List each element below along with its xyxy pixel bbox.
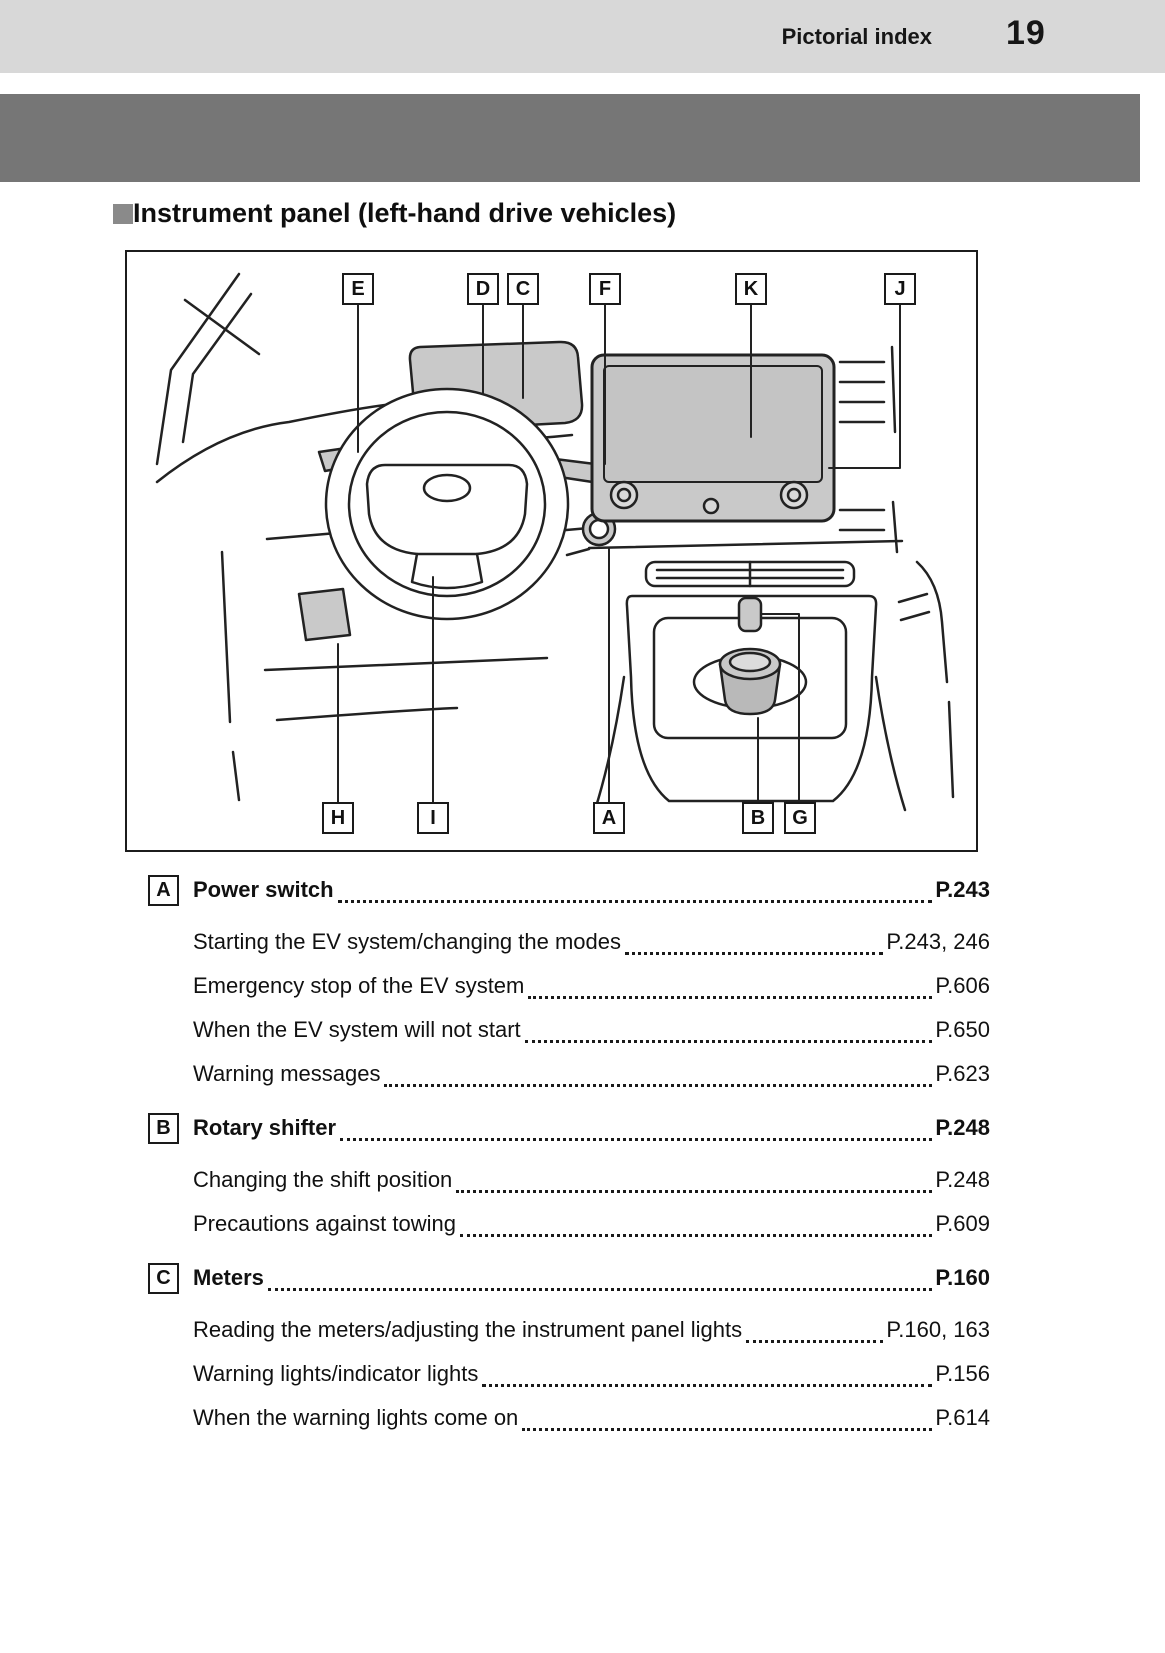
- callout-J: J: [884, 273, 916, 305]
- dot-leader: [459, 1234, 933, 1237]
- dot-leader: [746, 1340, 884, 1343]
- toc-item-label: When the EV system will not start: [193, 1017, 521, 1042]
- page-header-bar: Pictorial index 19: [0, 0, 1165, 73]
- dot-leader: [340, 1138, 933, 1141]
- toc-page-ref: P.248: [935, 1115, 990, 1140]
- instrument-panel-sketch: [155, 272, 955, 812]
- dot-leader: [482, 1384, 933, 1387]
- toc-page-ref: P.243: [935, 877, 990, 902]
- toc-item: Starting the EV system/changing the mode…: [148, 920, 990, 964]
- toc-item-label: Warning messages: [193, 1061, 381, 1086]
- toc-item-label: Reading the meters/adjusting the instrum…: [193, 1317, 743, 1342]
- toc-page-ref: P.623: [935, 1061, 990, 1086]
- toc-item: Emergency stop of the EV system P.606: [148, 964, 990, 1008]
- toc-item: When the EV system will not start P.650: [148, 1008, 990, 1052]
- toc-item: Precautions against towing P.609: [148, 1202, 990, 1246]
- toc-item-label: When the warning lights come on: [193, 1405, 519, 1430]
- toc-page-ref: P.160, 163: [886, 1317, 990, 1342]
- toc-item: When the warning lights come on P.614: [148, 1396, 990, 1440]
- header-title: Pictorial index: [781, 24, 932, 49]
- callout-D: D: [467, 273, 499, 305]
- square-bullet-icon: [113, 203, 133, 224]
- callout-C: C: [507, 273, 539, 305]
- callout-H: H: [322, 802, 354, 834]
- toc-item: Warning lights/indicator lights P.156: [148, 1352, 990, 1396]
- toc-page-ref: P.160: [935, 1265, 990, 1290]
- toc-page-ref: P.606: [935, 973, 990, 998]
- section-heading-text: Instrument panel (left-hand drive vehicl…: [133, 198, 677, 228]
- toc-item: Reading the meters/adjusting the instrum…: [148, 1308, 990, 1352]
- toc-section-power-switch: A Power switch P.243: [148, 868, 990, 912]
- toc-letter-box-B: B: [148, 1112, 179, 1144]
- chapter-color-band: [0, 94, 1140, 182]
- callout-G: G: [784, 802, 816, 834]
- toc-item: Changing the shift position P.248: [148, 1158, 990, 1202]
- toc-page-ref: P.248: [935, 1167, 990, 1192]
- toc-item-label: Starting the EV system/changing the mode…: [193, 929, 622, 954]
- dot-leader: [625, 952, 884, 955]
- toc-item-label: Warning lights/indicator lights: [193, 1361, 479, 1386]
- page-number: 19: [1006, 14, 1046, 52]
- toc-section-title: Power switch: [193, 877, 334, 902]
- dot-leader: [384, 1084, 933, 1087]
- dot-leader: [337, 900, 933, 903]
- callout-A: A: [593, 802, 625, 834]
- toc-page-ref: P.243, 246: [886, 929, 990, 954]
- toc-item-label: Changing the shift position: [193, 1167, 453, 1192]
- callout-F: F: [589, 273, 621, 305]
- toc-letter-box-C: C: [148, 1262, 179, 1294]
- dot-leader: [524, 1040, 933, 1043]
- toc-section-title: Meters: [193, 1265, 264, 1290]
- callout-K: K: [735, 273, 767, 305]
- instrument-panel-diagram: E D C F K J H I A B G: [125, 250, 978, 852]
- toc-item: Warning messages P.623: [148, 1052, 990, 1096]
- dot-leader: [522, 1428, 933, 1431]
- toc-item-label: Emergency stop of the EV system: [193, 973, 525, 998]
- toc-item-label: Precautions against towing: [193, 1211, 456, 1236]
- toc-section-meters: C Meters P.160: [148, 1256, 990, 1300]
- dot-leader: [456, 1190, 933, 1193]
- toc-page-ref: P.650: [935, 1017, 990, 1042]
- dot-leader: [528, 996, 933, 999]
- callout-I: I: [417, 802, 449, 834]
- callout-B: B: [742, 802, 774, 834]
- toc-page-ref: P.156: [935, 1361, 990, 1386]
- callout-E: E: [342, 273, 374, 305]
- toc-section-title: Rotary shifter: [193, 1115, 337, 1140]
- dot-leader: [267, 1288, 933, 1291]
- toc-page-ref: P.614: [935, 1405, 990, 1430]
- toc-section-rotary-shifter: B Rotary shifter P.248: [148, 1106, 990, 1150]
- toc-letter-box-A: A: [148, 874, 179, 906]
- section-heading: Instrument panel (left-hand drive vehicl…: [113, 198, 676, 229]
- pictorial-index-list: A Power switch P.243 Starting the EV sys…: [148, 868, 990, 1440]
- toc-page-ref: P.609: [935, 1211, 990, 1236]
